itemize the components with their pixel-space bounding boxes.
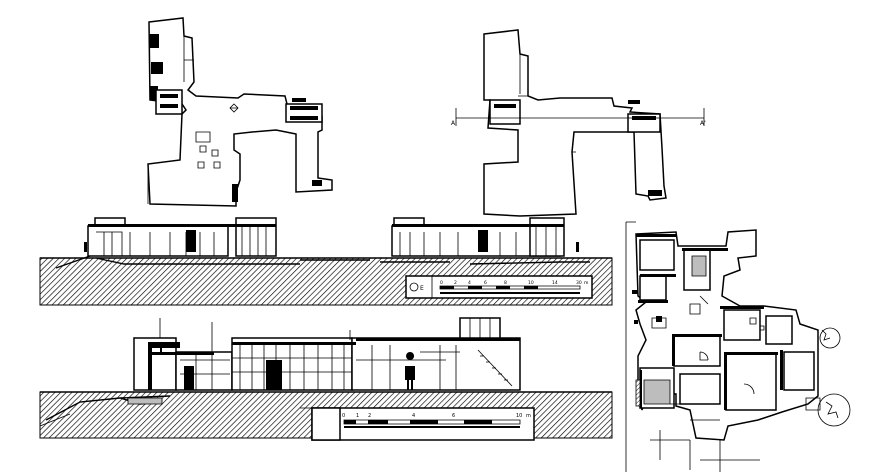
scale-tick: 30: [576, 280, 582, 286]
scale-unit: m: [526, 413, 531, 419]
scale-unit: m: [584, 281, 588, 286]
scale-tick: 14: [552, 280, 558, 286]
scale-tick: 6: [452, 413, 455, 419]
scale-tick: 8: [504, 280, 507, 286]
scale-tick: 2: [368, 413, 371, 419]
elevation-top: E 0 2 4 6 8 10 14 30 m: [39, 217, 613, 306]
scale-tick: 4: [412, 413, 415, 419]
scale-tick: 10: [516, 413, 522, 419]
scale-tick: 10: [528, 280, 534, 286]
section-marker-left: A: [451, 120, 456, 127]
scale-ticks-bottom: 0 1 2 4 6 10 m: [342, 413, 531, 419]
floor-plan-ground: [147, 17, 333, 207]
floor-plan-upper: A A': [451, 29, 706, 217]
north-label: E: [420, 285, 424, 292]
section-marker-right: A': [700, 120, 706, 127]
scale-tick: 2: [454, 280, 457, 286]
section-bottom: 0 1 2 4 6 10 m: [39, 317, 613, 441]
scale-tick: 1: [356, 413, 359, 419]
scale-tick: 4: [468, 280, 471, 286]
scale-ticks-top: 0 2 4 6 8 10 14 30 m: [440, 280, 588, 286]
scale-tick: 6: [484, 280, 487, 286]
scale-tick: 0: [440, 280, 443, 286]
scale-tick: 0: [342, 413, 345, 419]
person-figure: [405, 352, 415, 390]
floor-plan-detail: [625, 221, 851, 472]
